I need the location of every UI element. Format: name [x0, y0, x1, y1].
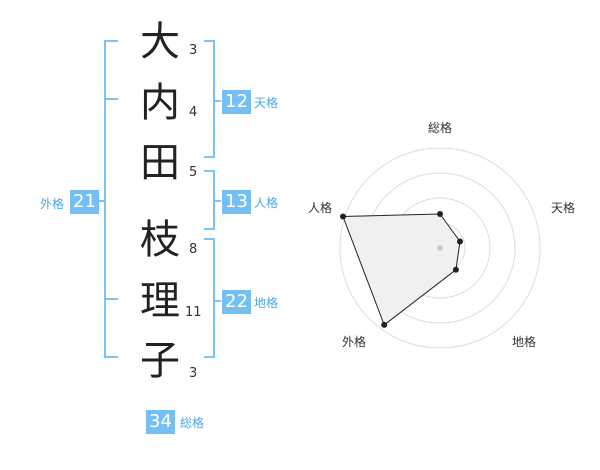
tenkaku-badge: 12	[222, 90, 251, 114]
name-char-4: 枝	[140, 217, 180, 263]
stroke-count-6: 3	[189, 366, 198, 381]
name-char-1: 大	[140, 19, 180, 65]
radar-label-gaikaku: 外格	[342, 334, 366, 349]
stroke-count-2: 4	[189, 105, 198, 120]
radar-ring-4	[339, 147, 541, 349]
radar-label-jinkaku: 人格	[308, 200, 332, 215]
radar-center-dot	[437, 245, 443, 251]
stroke-count-4: 8	[189, 242, 198, 257]
soukaku-label: 総格	[180, 416, 205, 430]
gaikaku-label: 外格	[40, 197, 65, 211]
radar-points	[340, 211, 463, 328]
chikaku-badge: 22	[222, 290, 251, 314]
chikaku-label: 地格	[254, 296, 279, 310]
radar-point-2	[452, 266, 459, 273]
radar-point-0	[437, 211, 443, 217]
stroke-count-5: 11	[185, 305, 202, 320]
radar-label-soukaku: 総格	[428, 120, 452, 135]
stroke-count-1: 3	[189, 43, 198, 58]
radar-point-4	[340, 213, 346, 220]
gaikaku-badge: 21	[70, 190, 99, 214]
radar-label-chikaku: 地格	[512, 334, 536, 349]
soukaku-badge: 34	[146, 410, 175, 434]
tenkaku-label: 天格	[254, 96, 279, 110]
radar-data-polygon	[342, 213, 461, 326]
radar-point-1	[457, 238, 463, 245]
name-char-6: 子	[140, 338, 180, 384]
radar-label-tenkaku: 天格	[551, 200, 575, 215]
fortune-radar-chart: 総格 天格 地格 外格 人格	[308, 120, 575, 349]
name-char-3: 田	[140, 140, 180, 186]
name-char-2: 内	[140, 80, 180, 126]
name-char-5: 理	[140, 278, 180, 324]
radar-point-3	[381, 321, 388, 328]
jinkaku-label: 人格	[254, 196, 279, 210]
jinkaku-badge: 13	[222, 190, 251, 214]
stroke-count-3: 5	[189, 165, 198, 180]
